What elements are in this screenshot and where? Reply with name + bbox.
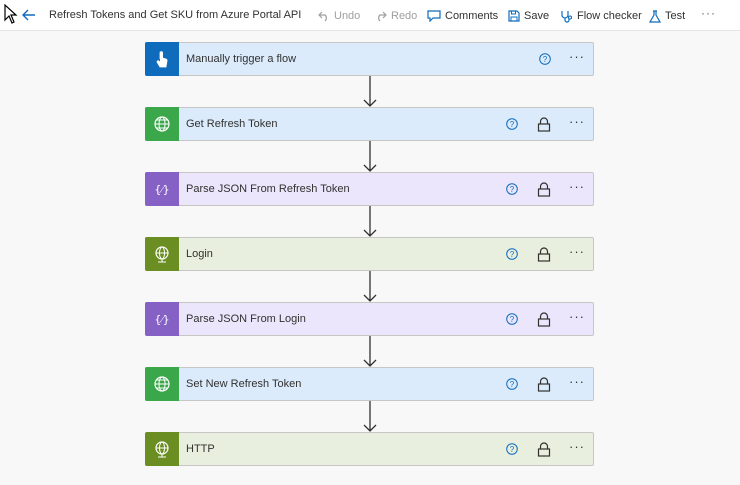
connector-arrow [363, 76, 377, 107]
help-icon[interactable]: ? [506, 378, 518, 390]
undo-button[interactable]: Undo [318, 8, 360, 24]
help-icon[interactable]: ? [506, 183, 518, 195]
step-more-menu[interactable]: ··· [569, 309, 585, 324]
svg-text:?: ? [510, 380, 515, 389]
step-icon-box: {⁄} [145, 301, 179, 336]
svg-text:{⁄}: {⁄} [154, 183, 169, 196]
step-icon-box [145, 236, 179, 271]
lock-icon[interactable] [537, 117, 551, 132]
step-card-parse-json-login[interactable]: {⁄} Parse JSON From Login ? ··· [145, 301, 594, 336]
help-icon[interactable]: ? [506, 313, 518, 325]
flow-title: Refresh Tokens and Get SKU from Azure Po… [49, 9, 302, 21]
help-icon[interactable]: ? [506, 248, 518, 260]
help-icon[interactable]: ? [506, 118, 518, 130]
comments-button[interactable]: Comments [427, 8, 498, 24]
test-button[interactable]: Test [649, 8, 685, 24]
connector-arrow [363, 206, 377, 237]
step-title: Login [186, 248, 213, 260]
step-card-trigger[interactable]: Manually trigger a flow ? ··· [145, 41, 594, 76]
step-title: HTTP [186, 443, 215, 455]
connector-arrow [363, 336, 377, 367]
undo-icon [318, 11, 327, 22]
svg-text:{⁄}: {⁄} [154, 313, 169, 326]
step-icon-box [145, 106, 179, 141]
step-title: Manually trigger a flow [186, 53, 297, 65]
lock-icon[interactable] [537, 182, 551, 197]
step-title: Parse JSON From Login [186, 313, 306, 325]
redo-button[interactable]: Redo [375, 8, 417, 24]
http-globe-icon [154, 375, 170, 392]
redo-icon [378, 11, 387, 22]
command-bar: Refresh Tokens and Get SKU from Azure Po… [0, 0, 740, 31]
step-title: Get Refresh Token [186, 118, 278, 130]
stethoscope-icon [561, 10, 573, 23]
mouse-pointer-icon [4, 4, 18, 24]
step-more-menu[interactable]: ··· [569, 374, 585, 389]
lock-icon[interactable] [537, 442, 551, 457]
step-title: Parse JSON From Refresh Token [186, 183, 350, 195]
help-icon[interactable]: ? [539, 53, 551, 65]
touch-icon [156, 50, 168, 67]
svg-text:?: ? [543, 55, 548, 64]
step-icon-box: {⁄} [145, 171, 179, 206]
step-more-menu[interactable]: ··· [569, 179, 585, 194]
comment-icon [427, 10, 441, 22]
svg-text:?: ? [510, 185, 515, 194]
step-more-menu[interactable]: ··· [569, 114, 585, 129]
svg-text:?: ? [510, 445, 515, 454]
step-card-set-new-refresh-token[interactable]: Set New Refresh Token ? ··· [145, 366, 594, 401]
step-card-login[interactable]: Login ? ··· [145, 236, 594, 271]
braces-icon: {⁄} [154, 313, 169, 326]
svg-text:?: ? [510, 315, 515, 324]
help-icon[interactable]: ? [506, 443, 518, 455]
connector-arrow [363, 271, 377, 302]
more-options-button[interactable]: ··· [701, 6, 716, 20]
svg-text:?: ? [510, 120, 515, 129]
step-card-http[interactable]: HTTP ? ··· [145, 431, 594, 466]
connector-arrow [363, 141, 377, 172]
step-card-parse-json-refresh[interactable]: {⁄} Parse JSON From Refresh Token ? ··· [145, 171, 594, 206]
step-icon-box [145, 431, 179, 466]
svg-text:?: ? [510, 250, 515, 259]
step-icon-box [145, 41, 179, 76]
step-more-menu[interactable]: ··· [569, 49, 585, 64]
http-globe-icon [155, 440, 169, 457]
lock-icon[interactable] [537, 312, 551, 327]
flow-checker-button[interactable]: Flow checker [560, 8, 642, 24]
step-more-menu[interactable]: ··· [569, 439, 585, 454]
flask-icon [649, 9, 661, 23]
http-globe-icon [155, 245, 169, 262]
lock-icon[interactable] [537, 247, 551, 262]
lock-icon[interactable] [537, 377, 551, 392]
braces-icon: {⁄} [154, 183, 169, 196]
step-icon-box [145, 366, 179, 401]
step-more-menu[interactable]: ··· [569, 244, 585, 259]
http-globe-icon [154, 115, 170, 132]
connector-arrow [363, 401, 377, 432]
step-title: Set New Refresh Token [186, 378, 302, 390]
step-card-get-refresh-token[interactable]: Get Refresh Token ? ··· [145, 106, 594, 141]
save-icon [508, 10, 520, 22]
back-arrow-icon[interactable] [22, 8, 36, 22]
save-button[interactable]: Save [508, 8, 549, 24]
